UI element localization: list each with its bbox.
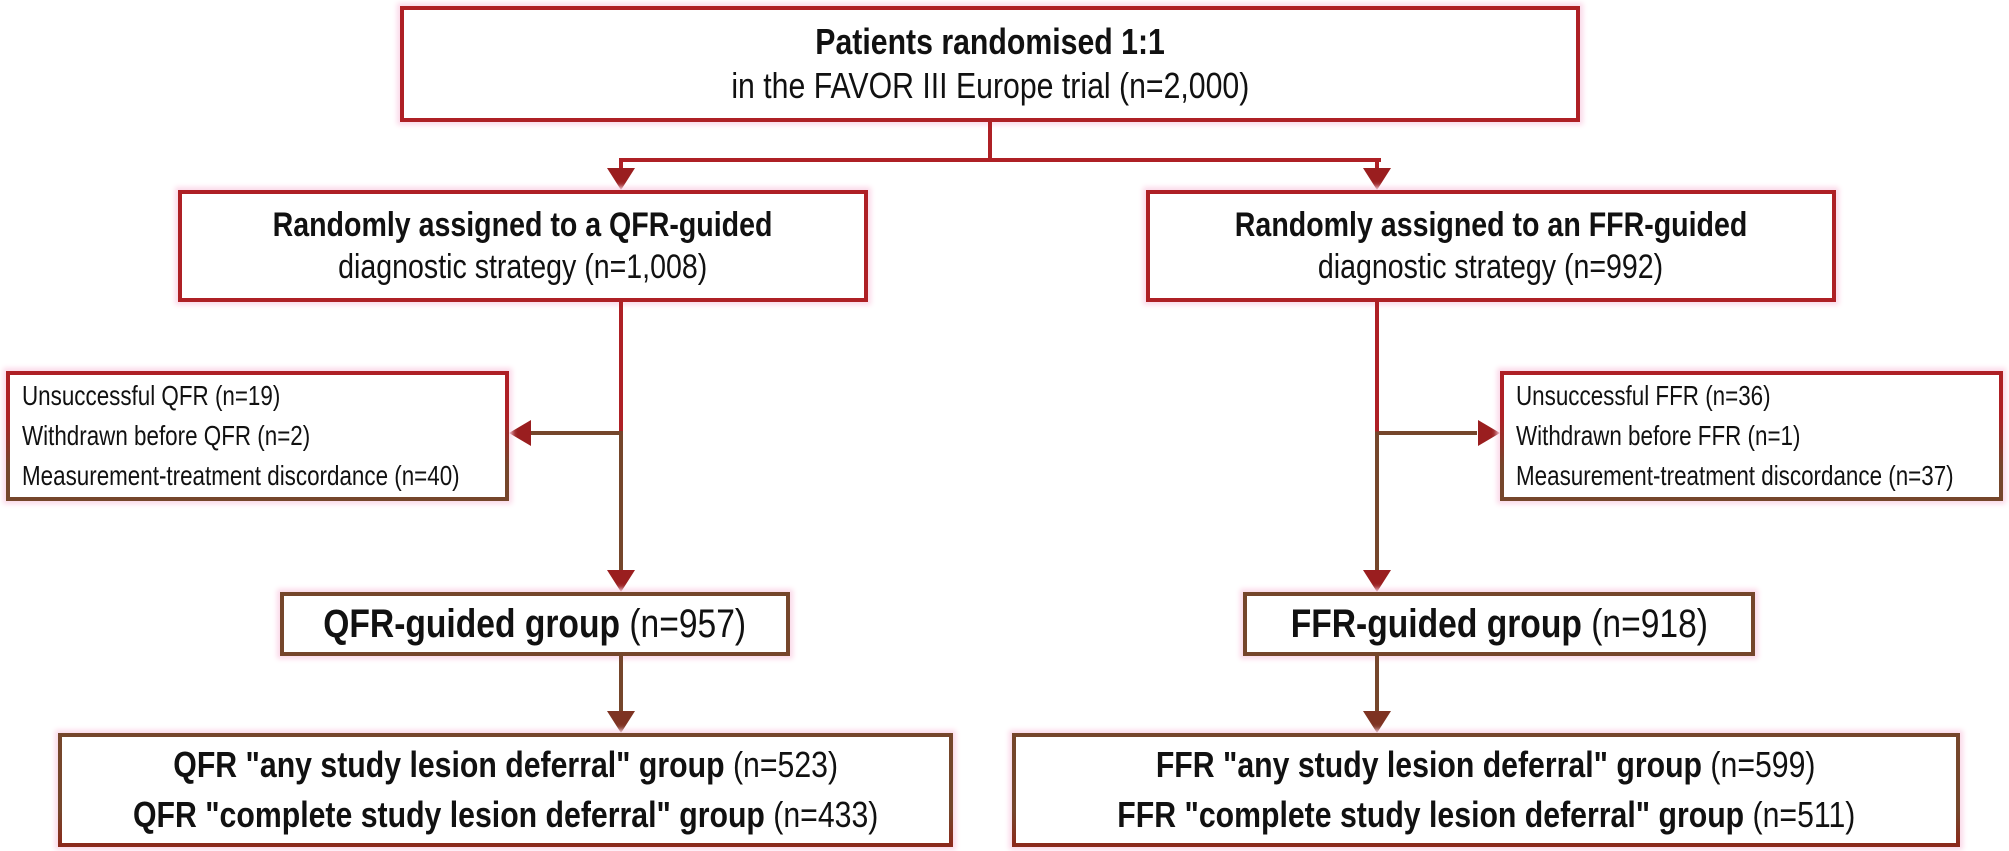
arrowhead-to-ffr-excluded (1478, 420, 1500, 446)
qfr-deferral-line1: QFR "any study lesion deferral" group (n… (173, 740, 838, 790)
box-qfr-assigned: Randomly assigned to a QFR-guided diagno… (178, 190, 868, 302)
ffr-excluded-line2: Withdrawn before FFR (n=1) (1516, 420, 1801, 451)
qfr-assigned-line2: diagnostic strategy (n=1,008) (338, 248, 708, 286)
connector-qfr-vertical (619, 302, 623, 572)
ffr-excluded-line3: Measurement-treatment discordance (n=37) (1516, 460, 1954, 491)
qfr-deferral-line1-label: QFR "any study lesion deferral" group (173, 744, 725, 785)
arrowhead-to-ffr-deferral (1363, 711, 1391, 733)
arrowhead-to-qfr-assigned (607, 168, 635, 190)
ffr-deferral-line1-n: (n=599) (1702, 744, 1816, 785)
box-ffr-group: FFR-guided group (n=918) (1243, 592, 1755, 656)
ffr-deferral-line2: FFR "complete study lesion deferral" gro… (1117, 790, 1855, 840)
connector-ffr-deferral-vertical (1375, 656, 1379, 713)
ffr-group-line: FFR-guided group (n=918) (1290, 602, 1707, 646)
arrowhead-to-qfr-excluded (509, 420, 531, 446)
arrowhead-to-ffr-assigned (1363, 168, 1391, 190)
qfr-deferral-line2: QFR "complete study lesion deferral" gro… (133, 790, 878, 840)
arrowhead-to-ffr-group (1363, 570, 1391, 592)
box-ffr-deferral: FFR "any study lesion deferral" group (n… (1012, 733, 1960, 847)
box-randomised: Patients randomised 1:1 in the FAVOR III… (400, 6, 1580, 122)
qfr-group-label: QFR-guided group (323, 602, 621, 646)
ffr-deferral-line2-label: FFR "complete study lesion deferral" gro… (1116, 794, 1744, 835)
qfr-excluded-line2: Withdrawn before QFR (n=2) (22, 420, 311, 451)
connector-qfr-deferral-vertical (619, 656, 623, 713)
randomised-line2: in the FAVOR III Europe trial (n=2,000) (731, 65, 1249, 106)
ffr-group-label: FFR-guided group (1290, 602, 1582, 646)
qfr-deferral-line1-n: (n=523) (724, 744, 838, 785)
box-qfr-group: QFR-guided group (n=957) (280, 592, 790, 656)
connector-ffr-vertical (1375, 302, 1379, 572)
arrowhead-to-qfr-deferral (607, 711, 635, 733)
connector-split-horizontal (619, 158, 1381, 162)
ffr-deferral-line2-n: (n=511) (1743, 794, 1856, 835)
connector-qfr-exclusion-horizontal (529, 431, 623, 435)
ffr-excluded-line1: Unsuccessful FFR (n=36) (1516, 380, 1771, 411)
arrowhead-to-qfr-group (607, 570, 635, 592)
ffr-assigned-line1: Randomly assigned to an FFR-guided (1234, 206, 1748, 244)
randomised-line1: Patients randomised 1:1 (815, 21, 1165, 62)
ffr-deferral-line1-label: FFR "any study lesion deferral" group (1156, 744, 1703, 785)
connector-right-stub (1375, 160, 1379, 172)
ffr-assigned-line2: diagnostic strategy (n=992) (1318, 248, 1664, 286)
qfr-deferral-line2-n: (n=433) (764, 794, 879, 835)
qfr-excluded-line3: Measurement-treatment discordance (n=40) (22, 460, 460, 491)
box-qfr-deferral: QFR "any study lesion deferral" group (n… (58, 733, 953, 847)
qfr-excluded-line1: Unsuccessful QFR (n=19) (22, 380, 281, 411)
ffr-deferral-line1: FFR "any study lesion deferral" group (n… (1156, 740, 1816, 790)
box-ffr-assigned: Randomly assigned to an FFR-guided diagn… (1146, 190, 1836, 302)
connector-top-stub (988, 122, 992, 158)
qfr-deferral-line2-label: QFR "complete study lesion deferral" gro… (132, 794, 765, 835)
connector-left-stub (619, 160, 623, 172)
ffr-group-n: (n=918) (1581, 602, 1708, 646)
box-qfr-excluded: Unsuccessful QFR (n=19) Withdrawn before… (6, 371, 509, 501)
qfr-group-line: QFR-guided group (n=957) (324, 602, 747, 646)
qfr-assigned-line1: Randomly assigned to a QFR-guided (273, 206, 773, 244)
connector-ffr-exclusion-horizontal (1379, 431, 1477, 435)
qfr-group-n: (n=957) (620, 602, 747, 646)
box-ffr-excluded: Unsuccessful FFR (n=36) Withdrawn before… (1500, 371, 2003, 501)
